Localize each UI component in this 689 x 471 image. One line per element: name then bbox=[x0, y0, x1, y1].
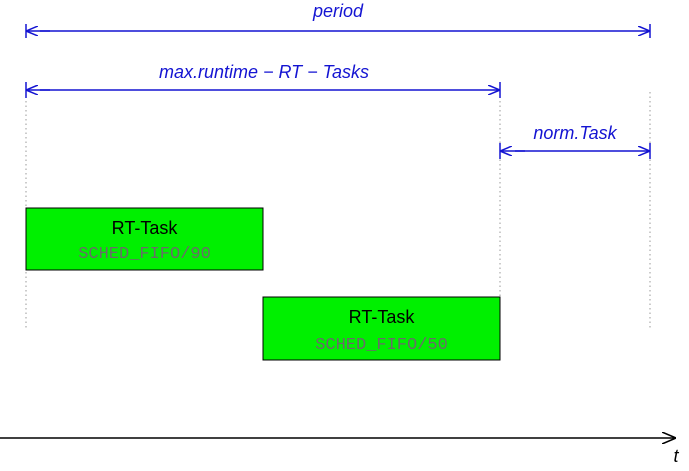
norm-task-span: norm.Task bbox=[499, 123, 651, 159]
max-runtime-label: max.runtime − RT − Tasks bbox=[159, 62, 369, 82]
task-policy: SCHED_FIFO/90 bbox=[78, 245, 211, 264]
period-label: period bbox=[312, 1, 364, 21]
task-policy: SCHED_FIFO/50 bbox=[315, 336, 448, 355]
max-runtime-span: max.runtime − RT − Tasks bbox=[25, 62, 501, 98]
rt-task-fifo-50: RT-Task SCHED_FIFO/50 bbox=[262, 296, 501, 361]
rt-task-fifo-90: RT-Task SCHED_FIFO/90 bbox=[25, 207, 264, 271]
time-axis: t bbox=[0, 438, 679, 466]
time-axis-label: t bbox=[673, 446, 679, 466]
norm-task-label: norm.Task bbox=[533, 123, 617, 143]
task-title: RT-Task bbox=[349, 307, 416, 327]
period-span: period bbox=[25, 1, 651, 38]
task-title: RT-Task bbox=[112, 218, 179, 238]
